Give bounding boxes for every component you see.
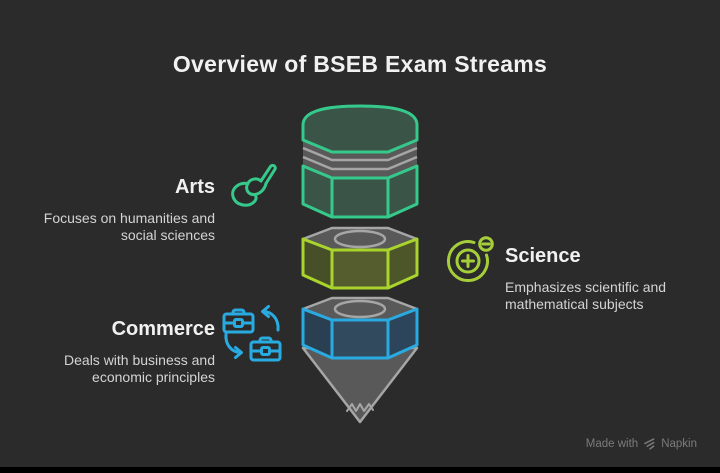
watermark-prefix: Made with	[585, 437, 639, 450]
science-hex-hole	[333, 229, 387, 249]
napkin-logo-icon	[644, 438, 655, 450]
arts-hex-right-face	[386, 164, 419, 219]
watermark-brand: Napkin	[661, 437, 697, 450]
arts-hex-front-face	[330, 176, 390, 219]
bottom-bar	[0, 467, 720, 473]
ferrule-stripe	[302, 155, 418, 171]
desc-line: economic principles	[92, 369, 215, 385]
stream-label-science: Science	[505, 245, 581, 267]
commerce-hex-hole	[333, 299, 387, 319]
diagram-title: Overview of BSEB Exam Streams	[172, 51, 548, 77]
commerce-hex-right-face	[386, 307, 419, 360]
segment-commerce-hex	[301, 296, 419, 360]
cone-zigzag	[346, 403, 374, 412]
desc-line: Emphasizes scientific and	[505, 279, 667, 295]
science-hex-front-face	[330, 248, 390, 290]
desc-line: mathematical subjects	[505, 296, 644, 312]
paintbrush-icon	[231, 163, 277, 207]
briefcase-swap-icon	[222, 305, 282, 362]
ferrule-stripe	[302, 146, 418, 162]
atom-plus-minus-icon	[446, 236, 494, 283]
desc-line: Focuses on humanities and	[43, 210, 215, 226]
segment-science-hex	[301, 226, 419, 290]
arts-dome	[301, 104, 419, 154]
napkin-watermark: Made with Napkin	[586, 437, 697, 450]
science-hex-right-face	[386, 237, 419, 290]
stream-desc-arts: Focuses on humanities and social science…	[0, 210, 215, 244]
stream-desc-commerce: Deals with business and economic princip…	[0, 352, 215, 386]
desc-line: Deals with business and	[64, 352, 215, 368]
segment-arts-cap	[301, 104, 419, 219]
stream-desc-science: Emphasizes scientific and mathematical s…	[505, 279, 666, 313]
stream-label-commerce: Commerce	[111, 318, 215, 340]
commerce-hex-front-face	[330, 318, 390, 360]
stream-label-arts: Arts	[174, 176, 215, 198]
desc-line: social sciences	[120, 227, 215, 243]
